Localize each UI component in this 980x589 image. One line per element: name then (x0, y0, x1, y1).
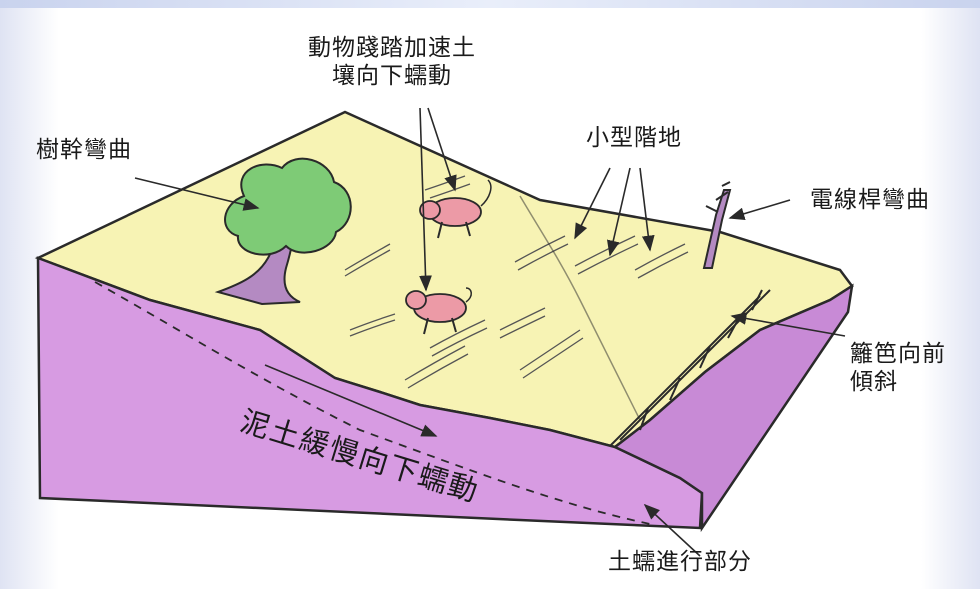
label-small-terraces: 小型階地 (586, 125, 682, 151)
terrace-steps (519, 195, 641, 421)
creep-boundary-dashed (94, 281, 651, 525)
soil-section-front (36, 256, 704, 530)
bent-pole (702, 181, 732, 269)
label-fence-line-1: 籬笆向前 (850, 341, 946, 367)
pig-lower (405, 287, 472, 335)
label-animal-line-1: 動物踐踏加速土 (308, 35, 476, 61)
label-creep-zone: 土蠕進行部分 (608, 549, 752, 575)
terrace-marks (344, 175, 689, 389)
soil-section-side (612, 283, 854, 533)
label-tree-bent: 樹幹彎曲 (36, 137, 132, 163)
top-border (0, 0, 980, 8)
label-fence-leaning: 籬笆向前 傾斜 (850, 340, 946, 396)
bent-tree (214, 157, 352, 306)
pig-upper (419, 179, 492, 239)
label-animal-trampling: 動物踐踏加速土 壤向下蠕動 (308, 34, 476, 90)
pointer-arrows (134, 107, 846, 557)
label-animal-line-2: 壤向下蠕動 (332, 63, 452, 89)
label-pole-bent: 電線桿彎曲 (810, 187, 930, 213)
label-fence-line-2: 傾斜 (850, 369, 898, 395)
